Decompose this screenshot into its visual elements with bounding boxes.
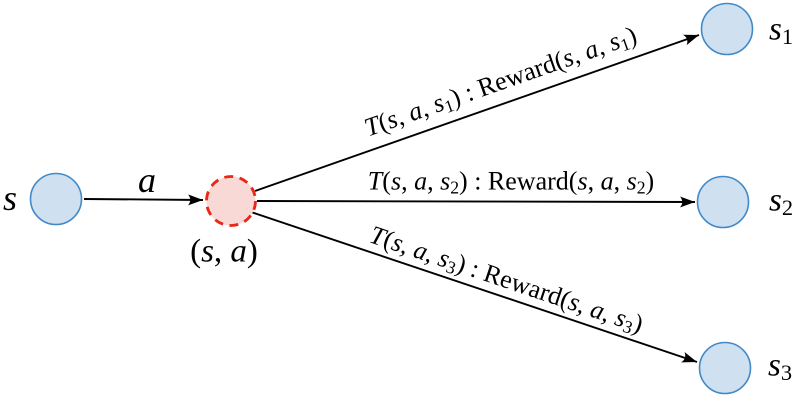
label-action-a: a (138, 160, 156, 200)
edge-sa-to-s2 (256, 196, 696, 208)
edge-sa-to-s3 (250, 211, 698, 363)
label-chance-sa: (s, a) (190, 233, 258, 270)
label-transition-reward-s2: T(s, a, s2) : Reward(s, a, s2) (367, 166, 655, 198)
label-state-s1: s1 (768, 11, 794, 50)
label-state-s2: s2 (768, 182, 794, 221)
label-state-s: s (2, 178, 18, 218)
state-node-s3 (698, 341, 752, 395)
chance-node-sa (205, 175, 257, 227)
state-node-s1 (700, 2, 754, 56)
label-state-s3: s3 (767, 347, 793, 386)
edge-s-to-sa (83, 194, 204, 206)
edge-sa-to-s1 (254, 34, 700, 192)
state-node-s2 (696, 175, 750, 229)
state-node-s (29, 172, 83, 226)
